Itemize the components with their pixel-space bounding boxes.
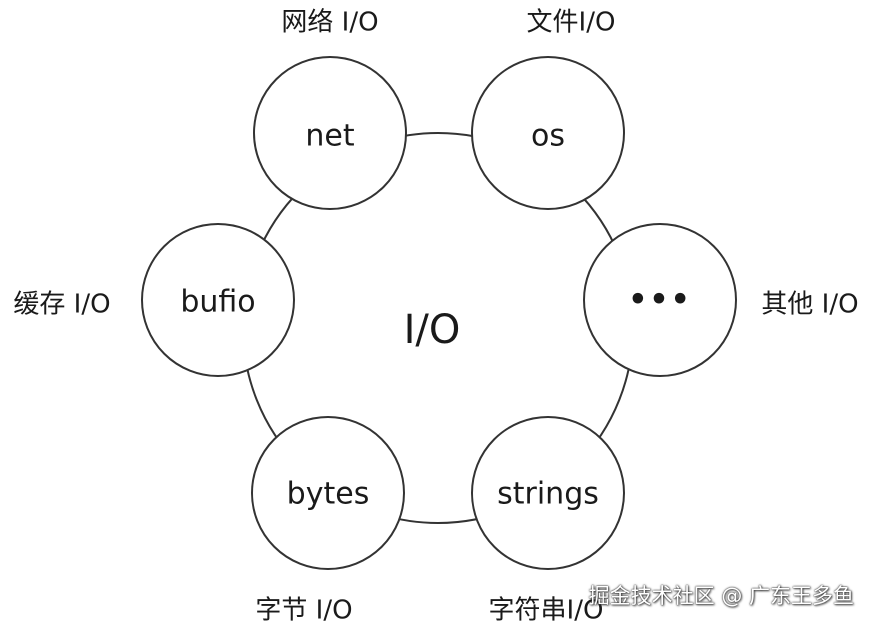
node-strings-circle (471, 416, 625, 570)
node-bufio-circle (141, 223, 295, 377)
caption-os: 文件I/O (526, 7, 616, 38)
node-net-label: net (305, 118, 355, 154)
caption-bufio: 缓存 I/O (13, 289, 111, 320)
watermark-text: 掘金技术社区 @ 广东王多鱼 (588, 584, 854, 608)
caption-bytes: 字节 I/O (255, 595, 353, 626)
node-other-label: ••• (628, 282, 692, 318)
node-other-circle (583, 223, 737, 377)
node-os-circle (471, 56, 625, 210)
caption-net: 网络 I/O (281, 7, 379, 38)
center-label: I/O (403, 307, 461, 353)
node-bytes-circle (251, 416, 405, 570)
caption-other: 其他 I/O (761, 289, 859, 320)
node-bytes-label: bytes (286, 476, 370, 512)
node-bufio-label: bufio (180, 284, 256, 320)
node-strings-label: strings (497, 476, 599, 512)
node-net-circle (253, 56, 407, 210)
node-os-label: os (531, 118, 565, 154)
caption-strings: 字符串I/O (488, 595, 604, 626)
